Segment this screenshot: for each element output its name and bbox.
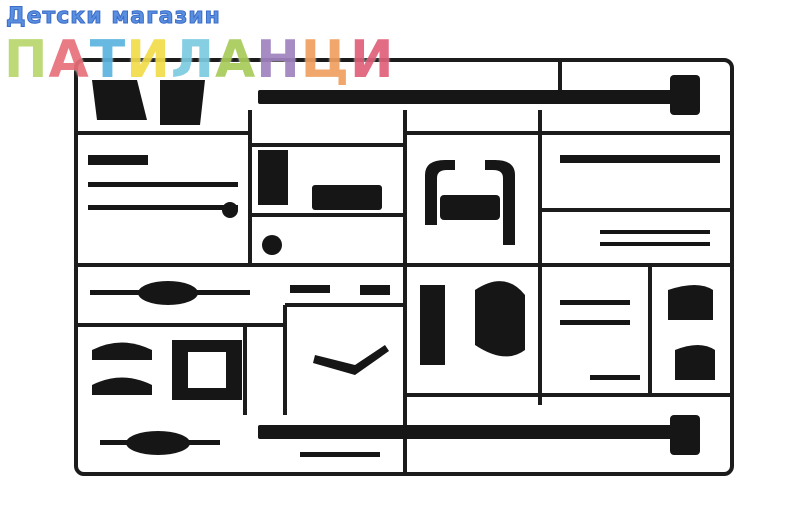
logo-letter: А: [215, 30, 256, 90]
logo-letter: И: [350, 30, 394, 90]
sprue-frame: [74, 58, 734, 476]
logo-letter: Ц: [300, 30, 350, 90]
logo-letter: А: [48, 30, 89, 90]
logo-subtitle: Детски магазин: [6, 4, 221, 30]
logo-letter: Н: [256, 30, 300, 90]
logo-letter: Т: [89, 30, 126, 90]
sprue-parts: [88, 75, 720, 457]
logo-letter: И: [126, 30, 170, 90]
logo-letter: П: [4, 30, 48, 90]
logo-letter: Л: [170, 30, 214, 90]
